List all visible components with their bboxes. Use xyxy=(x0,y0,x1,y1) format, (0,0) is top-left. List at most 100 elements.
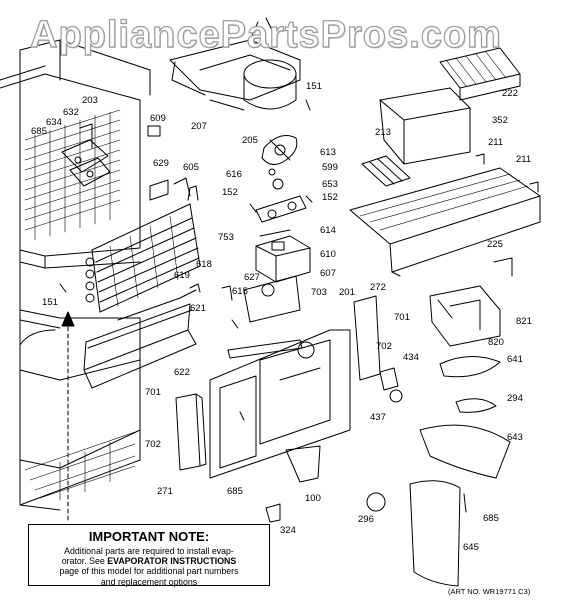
part-label: 205 xyxy=(242,135,258,146)
grommet-615 xyxy=(261,283,275,297)
part-609 xyxy=(147,125,161,137)
part-211-b xyxy=(529,181,539,193)
part-label: 632 xyxy=(63,107,79,118)
fan-bracket-614 xyxy=(255,195,307,237)
ice-tray-213 xyxy=(361,155,411,187)
screw-151-left xyxy=(59,283,67,293)
watermark: AppliancePartsPros.com xyxy=(29,13,502,56)
part-label: 618 xyxy=(196,259,212,270)
part-label: 609 xyxy=(150,113,166,124)
part-label: 152 xyxy=(322,192,338,203)
part-label: 211 xyxy=(516,154,532,165)
part-label: 201 xyxy=(339,287,355,298)
part-label: 437 xyxy=(370,412,386,423)
part-label: 702 xyxy=(376,341,392,352)
part-label: 703 xyxy=(311,287,327,298)
note-line: Additional parts are required to install… xyxy=(64,546,234,556)
part-label: 643 xyxy=(507,432,523,443)
part-label: 605 xyxy=(183,162,199,173)
screw-152-b xyxy=(305,195,313,203)
screw-151-top xyxy=(305,99,311,111)
part-label: 211 xyxy=(488,137,504,148)
ice-maker-820 xyxy=(429,285,501,347)
part-label: 272 xyxy=(370,282,386,293)
part-label: 610 xyxy=(320,249,336,260)
note-line-text: orator. See xyxy=(61,556,105,567)
part-label: 627 xyxy=(244,272,260,283)
part-label: 645 xyxy=(463,542,479,553)
evaporator-instructions-link: EVAPORATOR INSTRUCTIONS xyxy=(107,556,237,567)
air-duct-207 xyxy=(169,17,301,101)
evaporator-coil xyxy=(85,185,201,313)
part-label: 100 xyxy=(305,493,321,504)
part-label: 685 xyxy=(31,126,47,137)
part-label: 641 xyxy=(507,354,523,365)
back-panel-201 xyxy=(209,329,351,479)
part-label: 685 xyxy=(483,513,499,524)
part-label: 296 xyxy=(358,514,374,525)
bin-100 xyxy=(285,445,321,483)
part-629 xyxy=(149,179,169,201)
part-294 xyxy=(455,398,497,413)
cabinet-bottom-grid xyxy=(24,431,136,501)
part-618 xyxy=(189,283,201,293)
part-label: 352 xyxy=(492,115,508,126)
part-label: 213 xyxy=(375,127,391,138)
note-arrowhead xyxy=(61,311,75,327)
clip-627 xyxy=(221,285,233,301)
part-label: 324 xyxy=(280,525,296,536)
part-label: 619 xyxy=(174,270,190,281)
shelf-222 xyxy=(439,47,521,101)
screw-151-mid xyxy=(231,319,239,329)
cabinet-outline xyxy=(0,39,151,511)
part-label: 621 xyxy=(190,303,206,314)
part-label: 222 xyxy=(502,88,518,99)
part-653 xyxy=(272,178,284,190)
knob-324 xyxy=(265,503,281,523)
part-label: 203 xyxy=(82,95,98,106)
part-label: 820 xyxy=(488,337,504,348)
note-line: orator. See EVAPORATOR INSTRUCTIONS xyxy=(29,556,269,566)
fan-motor-610 xyxy=(255,235,311,283)
screw-685-right xyxy=(463,493,467,513)
ice-bucket-352 xyxy=(379,87,471,165)
part-label: 629 xyxy=(153,158,169,169)
part-599 xyxy=(268,168,276,176)
door-panel-645 xyxy=(409,480,461,587)
part-label: 614 xyxy=(320,225,336,236)
part-label: 653 xyxy=(322,179,338,190)
part-label: 821 xyxy=(516,316,532,327)
duct-701-left xyxy=(175,393,207,471)
note-line: and replacement options xyxy=(100,576,198,587)
thermostat-434 xyxy=(379,367,403,403)
dispenser-cover-643 xyxy=(419,424,511,479)
part-label: 753 xyxy=(218,232,234,243)
important-note-title: IMPORTANT NOTE: xyxy=(88,529,210,544)
part-label: 702 xyxy=(145,439,161,450)
part-211-a xyxy=(475,153,485,165)
duct-272-701 xyxy=(353,295,381,381)
note-line: page of this model for additional part n… xyxy=(59,566,239,577)
part-label: 151 xyxy=(306,81,322,92)
part-605 xyxy=(173,177,191,197)
part-label: 271 xyxy=(157,486,173,497)
wire-shelf-225 xyxy=(349,167,541,277)
part-label: 151 xyxy=(42,297,58,308)
rim-641 xyxy=(439,356,501,378)
screw-152-a xyxy=(249,203,257,213)
art-number: (ART NO. WR19771 C3) xyxy=(448,587,531,596)
important-note-body: Additional parts are required to install… xyxy=(29,546,269,587)
part-label: 616 xyxy=(226,169,242,180)
part-label: 613 xyxy=(320,147,336,158)
part-label: 225 xyxy=(487,239,503,250)
part-label: 599 xyxy=(322,162,338,173)
part-label: 207 xyxy=(191,121,207,132)
part-label: 622 xyxy=(174,367,190,378)
fan-blade-613 xyxy=(261,135,298,165)
knob-296 xyxy=(366,492,386,512)
part-label: 294 xyxy=(507,393,523,404)
part-label: 685 xyxy=(227,486,243,497)
part-label: 152 xyxy=(222,187,238,198)
